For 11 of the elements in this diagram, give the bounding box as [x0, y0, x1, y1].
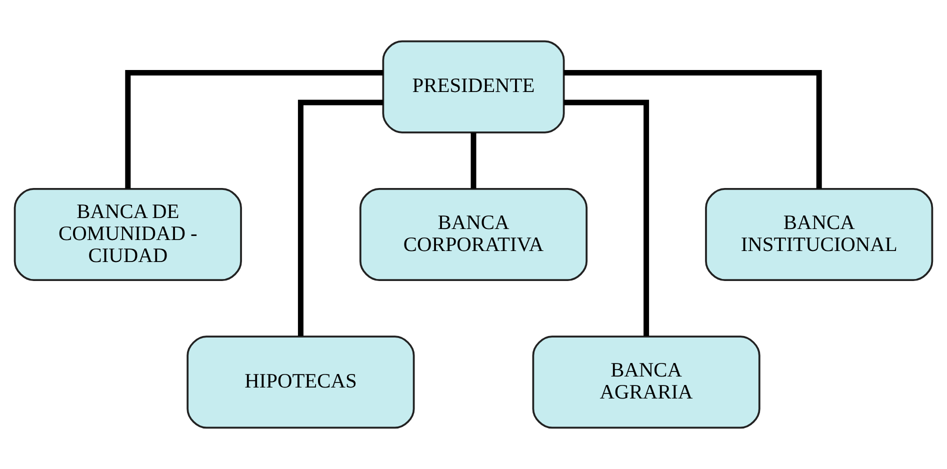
node-box: HIPOTECAS	[186, 336, 415, 429]
connector	[125, 70, 384, 189]
connector	[298, 100, 384, 336]
node-box: PRESIDENTE	[382, 40, 565, 134]
node-box: BANCA AGRARIA	[532, 336, 760, 429]
connector	[470, 132, 476, 189]
node-box: BANCA DE COMUNIDAD - CIUDAD	[14, 188, 242, 281]
connector	[564, 100, 650, 336]
node-box: BANCA INSTITUCIONAL	[705, 188, 934, 281]
node-box: BANCA CORPORATIVA	[359, 188, 588, 281]
connector	[564, 70, 822, 189]
